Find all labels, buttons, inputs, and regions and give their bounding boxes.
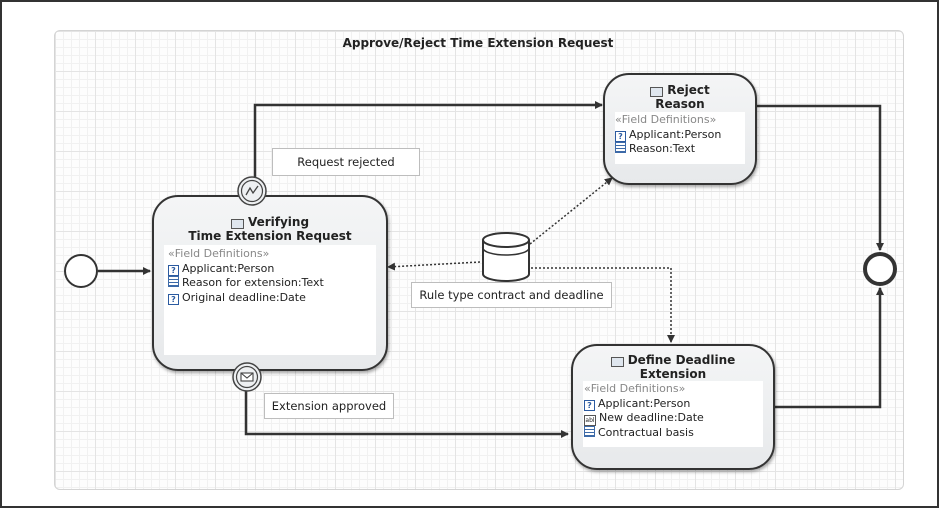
field-definitions-header: «Field Definitions»	[168, 247, 270, 260]
datastore-icon[interactable]	[482, 232, 530, 282]
task-define-body	[583, 381, 763, 447]
task-reject-body	[615, 112, 745, 164]
edge-verifying-to-define	[244, 390, 569, 438]
field-label: Original deadline:Date	[182, 290, 306, 304]
question-icon: ?	[584, 399, 595, 411]
label-rule-type: Rule type contract and deadline	[411, 282, 612, 308]
edge-verifying-to-reject	[253, 101, 603, 178]
association-rule-to-verifying	[387, 261, 481, 271]
start-event[interactable]	[64, 254, 98, 288]
field-label: Applicant:Person	[182, 261, 275, 275]
field-label: Applicant:Person	[629, 127, 722, 141]
field-label: Contractual basis	[598, 426, 694, 439]
field-row: Contractual basis	[584, 426, 704, 441]
user-task-icon	[610, 357, 624, 367]
field-label: Applicant:Person	[598, 396, 691, 410]
user-task-icon	[650, 87, 664, 97]
edge-define-to-end	[774, 287, 884, 409]
label-request-rejected: Request rejected	[272, 148, 420, 176]
user-task-icon	[230, 219, 244, 229]
field-row: ?Applicant:Person	[168, 262, 324, 277]
diagram-title: Approve/Reject Time Extension Request	[342, 36, 614, 50]
field-row: ?Original deadline:Date	[168, 291, 324, 306]
boundary-event-message[interactable]	[231, 361, 263, 393]
diagram-canvas	[54, 30, 904, 490]
field-row: ?Applicant:Person	[615, 128, 721, 143]
field-row: ?Applicant:Person	[584, 397, 704, 412]
field-label: New deadline:Date	[599, 411, 704, 424]
edge-reject-to-end	[757, 104, 884, 251]
text-icon	[615, 142, 626, 153]
field-definitions-header: «Field Definitions»	[615, 113, 717, 126]
label-extension-approved: Extension approved	[264, 393, 394, 419]
text-icon	[584, 426, 595, 437]
association-rule-to-reject	[529, 177, 613, 245]
field-row: Reason:Text	[615, 142, 721, 157]
field-row: Reason for extension:Text	[168, 276, 324, 291]
boundary-event-conditional[interactable]	[236, 175, 268, 207]
question-icon: ?	[615, 130, 626, 142]
text-icon	[168, 276, 179, 287]
task-verifying-body	[164, 245, 376, 355]
question-icon: ?	[168, 264, 179, 276]
date-field-icon: abl	[584, 415, 596, 426]
field-definitions-header: «Field Definitions»	[584, 382, 686, 395]
end-event[interactable]	[863, 252, 897, 286]
association-rule-to-define	[531, 267, 675, 343]
question-icon: ?	[168, 293, 179, 305]
field-label: Reason:Text	[629, 142, 696, 155]
field-label: Reason for extension:Text	[182, 276, 324, 289]
